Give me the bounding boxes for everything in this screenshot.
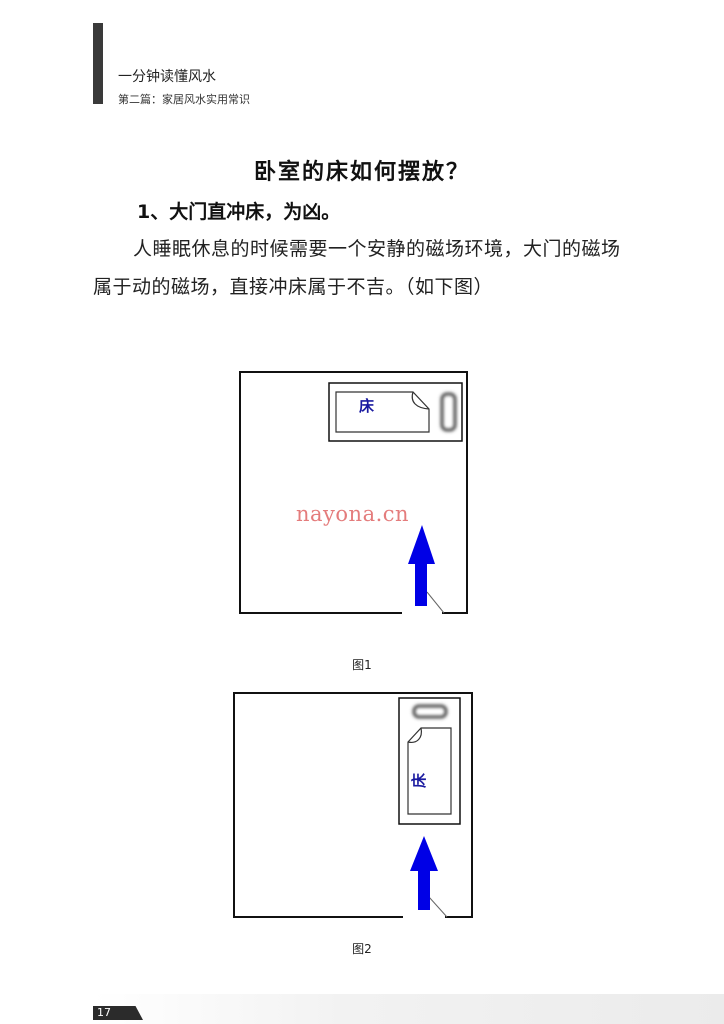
pillow: [412, 704, 448, 719]
sheet-fold: [407, 727, 422, 743]
sheet-fold: [411, 391, 430, 410]
room-outline: [239, 371, 468, 614]
book-title: 一分钟读懂风水: [118, 69, 216, 85]
page-number: 17: [97, 1006, 111, 1019]
chapter-subtitle: 第二篇：家居风水实用常识: [118, 93, 250, 106]
figure-1-diagram: 床: [239, 371, 468, 614]
door-direction-arrow-icon: [410, 836, 438, 910]
footer-band: [93, 994, 724, 1024]
watermark: nayona.cn: [296, 502, 410, 526]
door-swing-line: [428, 896, 448, 918]
figure-1-caption: 图1: [352, 658, 372, 672]
bed-label: 床: [410, 772, 428, 788]
bed-frame: [328, 382, 463, 442]
figure-2-caption: 图2: [352, 942, 372, 956]
body-paragraph: 人睡眠休息的时候需要一个安静的磁场环境，大门的磁场属于动的磁场，直接冲床属于不吉…: [93, 238, 621, 298]
door-swing-line: [426, 591, 445, 614]
bed-sheet: [407, 727, 452, 815]
page-number-tab: [93, 1006, 143, 1020]
room-outline: [233, 692, 473, 918]
door-direction-arrow-icon: [408, 525, 435, 606]
bed-frame: [398, 697, 461, 825]
bed-sheet: [335, 391, 430, 433]
bed-label: 床: [359, 397, 375, 415]
pillow: [440, 392, 457, 432]
section-heading: 1、大门直冲床，为凶。: [137, 201, 341, 223]
header-accent-bar: [93, 23, 103, 104]
page-title: 卧室的床如何摆放？: [253, 159, 470, 185]
figure-2-diagram: 床: [233, 692, 473, 918]
